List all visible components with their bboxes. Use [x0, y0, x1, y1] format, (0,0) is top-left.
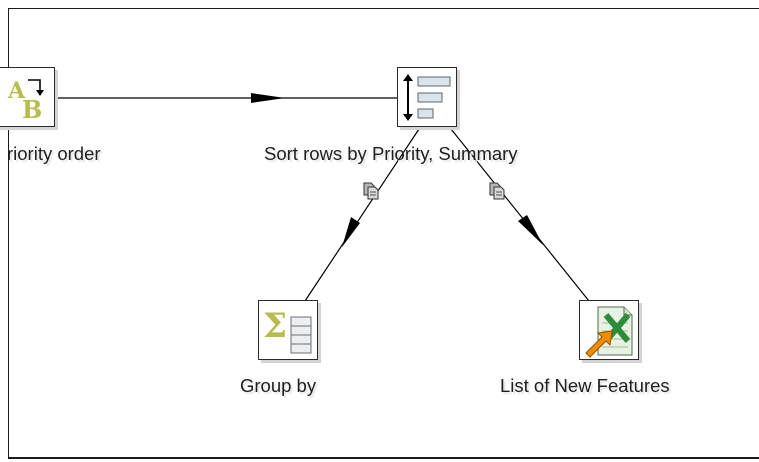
svg-text:Σ: Σ: [263, 306, 287, 346]
hop-sort-to-group[interactable]: [304, 128, 420, 302]
step-group-by[interactable]: Σ: [258, 300, 318, 360]
step-label-sort-rows: Sort rows by Priority, Summary: [264, 143, 518, 164]
step-excel-output[interactable]: [579, 300, 639, 360]
hop-calculator-to-sort[interactable]: [55, 93, 397, 103]
step-label-excel-output: List of New Features: [500, 375, 670, 396]
step-calculator[interactable]: A B: [0, 67, 55, 127]
copy-rows-icon[interactable]: [361, 180, 381, 202]
copy-rows-icon[interactable]: [487, 180, 507, 202]
hop-arrowhead: [342, 217, 360, 247]
hop-lines: [55, 93, 590, 302]
svg-text:A: A: [7, 78, 26, 104]
step-label-group-by: Group by: [240, 375, 317, 396]
hop-arrowhead: [251, 93, 285, 103]
hop-sort-to-excel[interactable]: [450, 128, 590, 302]
step-label-calculator: riority order: [7, 143, 101, 164]
calculator-ab-icon: A B: [7, 78, 44, 124]
transformation-canvas[interactable]: A B riority order Sort rows by Priority,…: [0, 8, 759, 459]
hop-arrowhead: [518, 215, 543, 245]
step-sort-rows[interactable]: [397, 67, 457, 127]
group-by-sigma-icon: Σ: [263, 306, 312, 354]
svg-text:B: B: [22, 95, 42, 124]
sort-rows-icon: [403, 74, 451, 121]
excel-output-icon: [585, 306, 633, 358]
